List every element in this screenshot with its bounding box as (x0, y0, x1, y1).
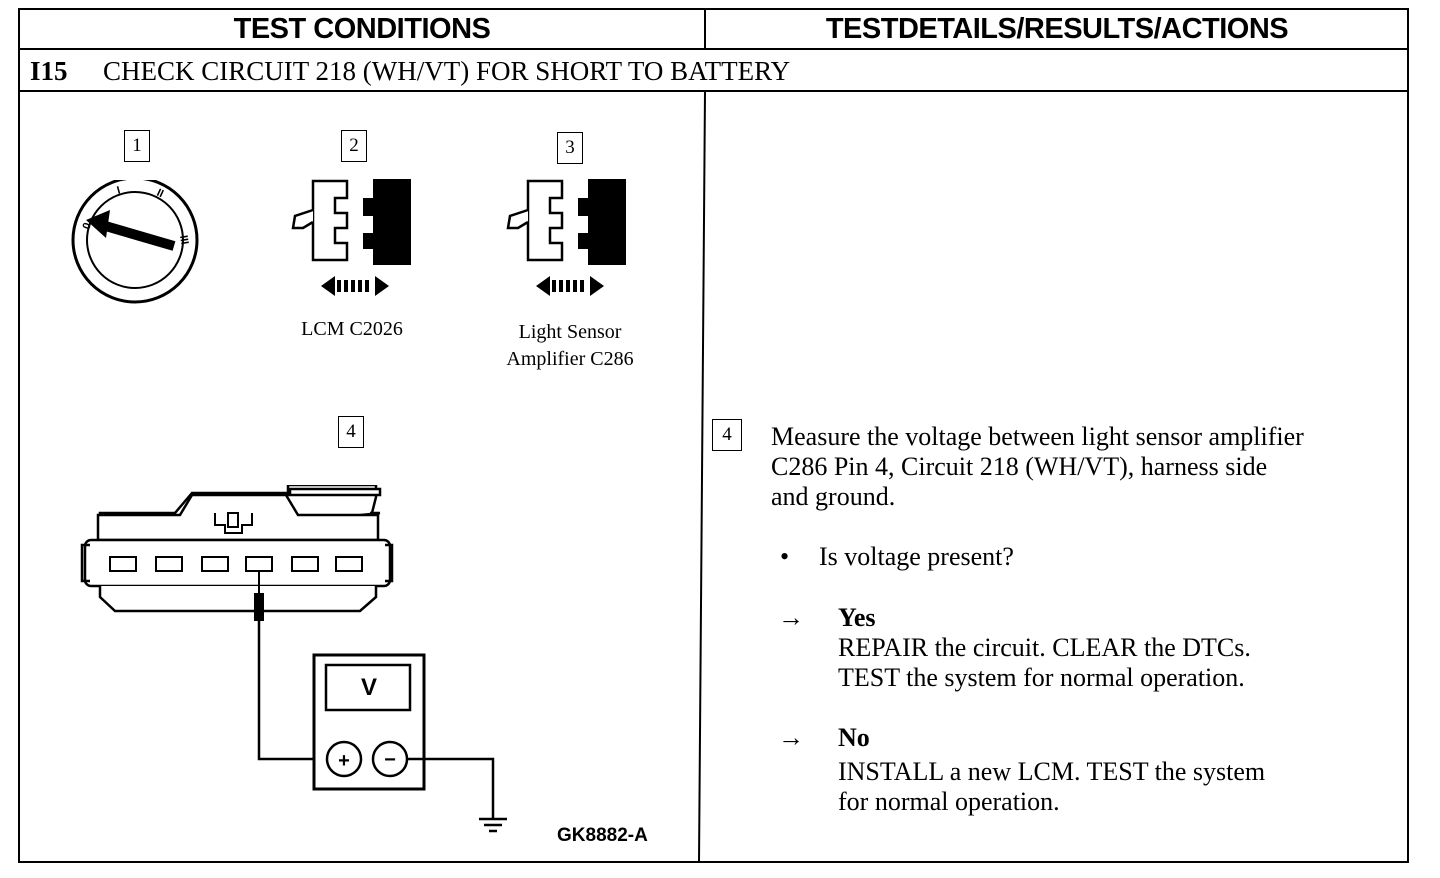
ground-icon (479, 817, 507, 833)
meter-plus-terminal: + (338, 750, 350, 772)
connector-sensor-icon (506, 179, 626, 296)
ignition-pos-0: 0 (81, 221, 94, 231)
header-test-conditions: TEST CONDITIONS (233, 13, 491, 45)
no-line-1: INSTALL a new LCM. TEST the system (838, 757, 1266, 786)
bullet: • (780, 542, 790, 571)
ignition-pos-i: I (116, 185, 122, 197)
no-arrow: → (778, 723, 804, 752)
question-text: Is voltage present? (819, 542, 1014, 571)
instruction-line-2: C286 Pin 4, Circuit 218 (WH/VT), harness… (771, 452, 1268, 481)
ignition-pos-ii: II (155, 187, 166, 200)
label-lcm-c2026: LCM C2026 (301, 318, 403, 340)
yes-line-1: REPAIR the circuit. CLEAR the DTCs. (838, 633, 1251, 662)
header-test-details: TESTDETAILS/RESULTS/ACTIONS (825, 13, 1289, 45)
no-label: No (838, 723, 870, 752)
step-id: I15 (30, 56, 68, 86)
marker-3: 3 (557, 132, 583, 164)
details-marker-4: 4 (712, 419, 742, 451)
figure-code: GK8882-A (557, 825, 648, 846)
yes-arrow: → (778, 603, 804, 632)
marker-4: 4 (338, 416, 364, 448)
meter-label: V (361, 674, 377, 701)
ignition-pos-iii: III (177, 234, 190, 245)
marker-1: 1 (124, 130, 150, 162)
meter-minus-terminal: − (384, 749, 396, 771)
yes-line-2: TEST the system for normal operation. (838, 663, 1245, 692)
connector-lcm-icon (291, 179, 411, 296)
label-sensor-line2: Amplifier C286 (506, 348, 634, 370)
label-sensor-line1: Light Sensor (518, 321, 622, 343)
voltmeter-circuit-diagram: V + − (80, 485, 507, 833)
step-title: CHECK CIRCUIT 218 (WH/VT) FOR SHORT TO B… (103, 56, 791, 86)
yes-label: Yes (838, 603, 876, 632)
no-line-2: for normal operation. (838, 787, 1060, 816)
instruction-line-1: Measure the voltage between light sensor… (771, 422, 1304, 451)
instruction-line-3: and ground. (771, 482, 896, 511)
marker-2: 2 (341, 130, 367, 162)
ignition-switch-icon: 0 I II III (71, 180, 199, 304)
